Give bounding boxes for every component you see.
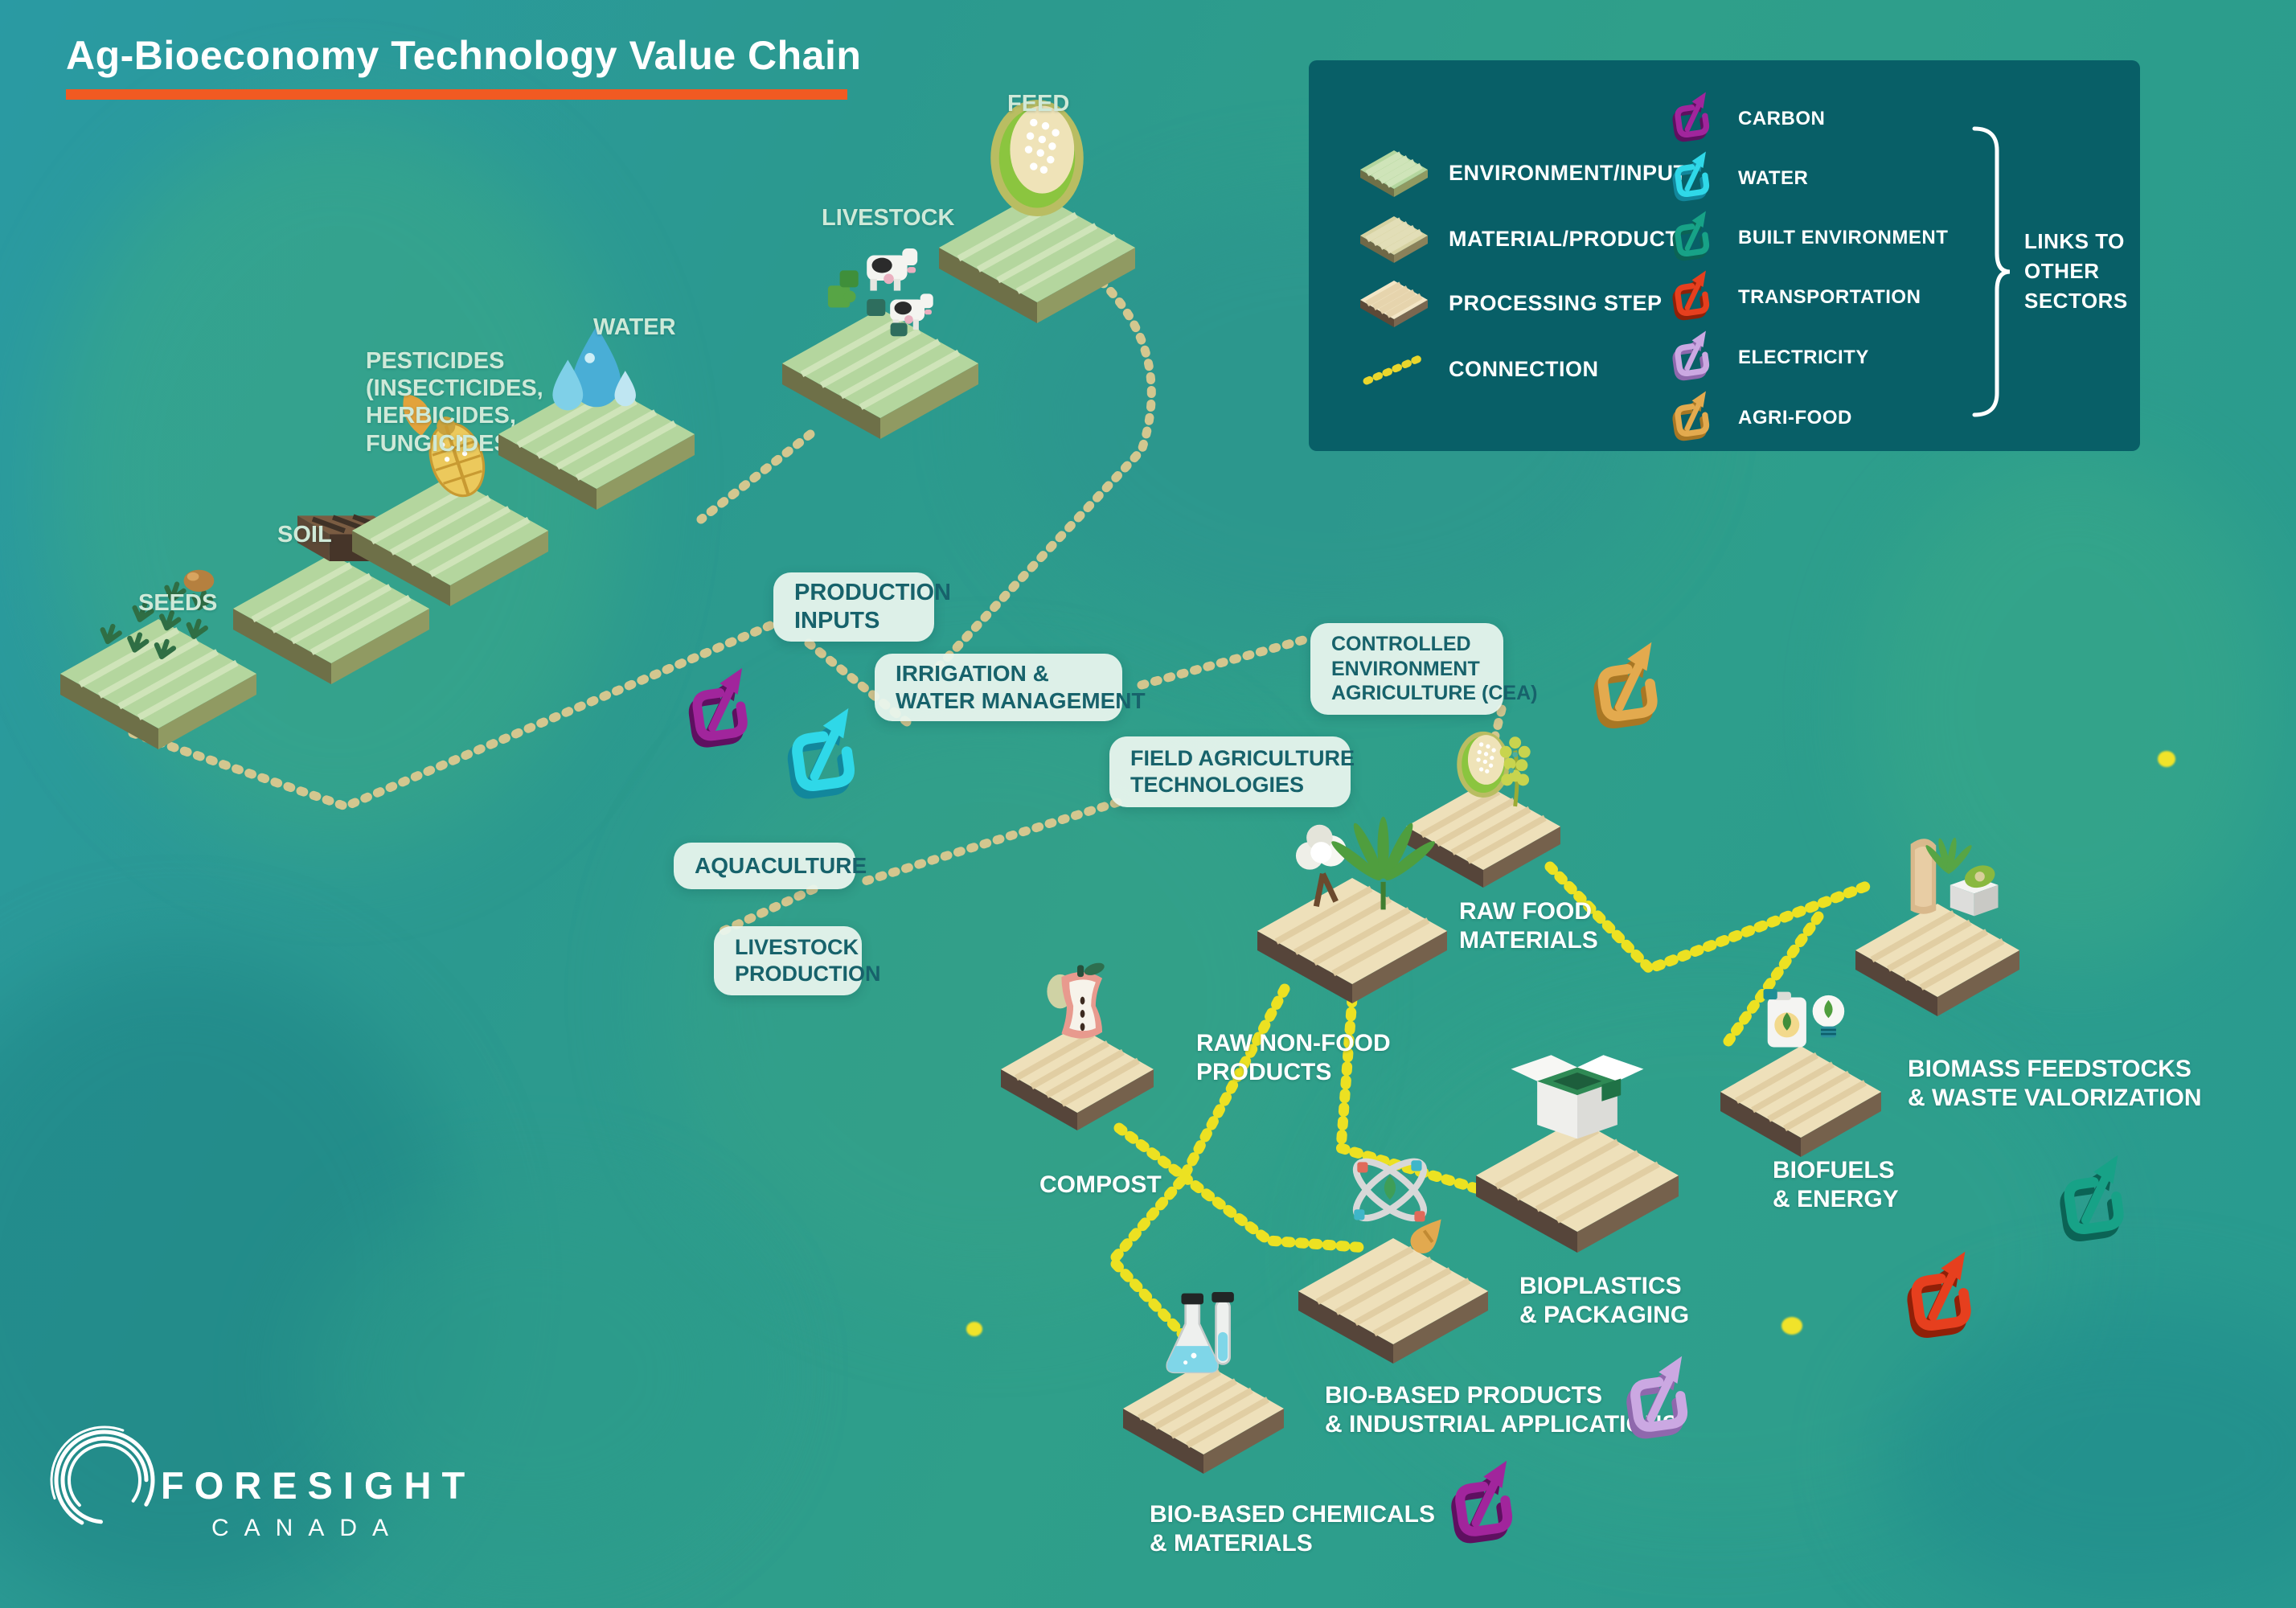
legend-label-carbon: CARBON <box>1738 108 1826 129</box>
legend-swatch-processing-step <box>1355 277 1439 329</box>
tile-bio-based-chemicals-materials <box>1123 1226 1284 1487</box>
built-environment-sector-link-icon <box>2054 1155 2134 1253</box>
tile-seeds <box>60 482 256 763</box>
label-bio-based-chemicals-materials: BIO-BASED CHEMICALS& MATERIALS <box>1150 1501 1436 1557</box>
tile-livestock <box>782 172 978 453</box>
tile-biomass-feedstocks-waste-valorization <box>1855 767 2019 1030</box>
legend-item-transportation: TRANSPORTATION <box>1663 266 1921 329</box>
agri-food-sector-icon <box>1663 391 1722 445</box>
transportation-sector-link-icon <box>1901 1251 1982 1350</box>
agri-food-sector-link-icon <box>1588 642 1668 740</box>
legend-item-electricity: ELECTRICITY <box>1663 326 1869 389</box>
legend-swatch-connection <box>1355 346 1439 392</box>
legend-item-carbon: CARBON <box>1663 88 1825 150</box>
legend-label-built-environment: BUILT ENVIRONMENT <box>1738 227 1949 248</box>
foresight-canada-logo: FORESIGHT CANADA <box>47 1420 529 1565</box>
canola-flower-dot <box>1781 1317 1802 1335</box>
electricity-sector-link-icon <box>1621 1356 1698 1450</box>
legend-item-agri-food: AGRI-FOOD <box>1663 387 1852 449</box>
page-title: Ag-Bioeconomy Technology Value Chain <box>66 33 862 78</box>
legend-swatch-material-product <box>1355 213 1439 265</box>
canola-flower-dot <box>2158 751 2175 767</box>
water-sector-link-icon <box>781 708 866 811</box>
tile-biofuels-energy <box>1720 909 1881 1171</box>
wheat-connection-lines <box>128 277 1507 937</box>
legend-item-processing-step: PROCESSING STEP <box>1355 277 1663 329</box>
legend-item-material-product: MATERIAL/PRODUCT <box>1355 213 1679 265</box>
label-livestock: LIVESTOCK <box>822 205 955 231</box>
foresight-swirl-icon <box>50 1425 159 1535</box>
flower-connection-lines <box>1105 861 1872 1363</box>
tile-water <box>498 243 695 523</box>
label-bio-based-products-industrial-applications: BIO-BASED PRODUCTS& INDUSTRIAL APPLICATI… <box>1325 1382 1679 1438</box>
water-sector-icon <box>1663 151 1722 206</box>
canola-flower-dot <box>966 1322 982 1336</box>
links-note-line: SECTORS <box>2024 289 2128 313</box>
legend-label-electricity: ELECTRICITY <box>1738 347 1869 368</box>
processing-step-aquaculture: AQUACULTURE <box>674 843 867 889</box>
legend-label-environment-input: ENVIRONMENT/INPUT <box>1449 160 1687 185</box>
tile-feed <box>939 56 1135 337</box>
electricity-sector-icon <box>1663 330 1722 385</box>
legend-label-processing-step: PROCESSING STEP <box>1449 290 1663 315</box>
tile-compost <box>1001 889 1154 1144</box>
legend-item-water: WATER <box>1663 147 1808 210</box>
label-seeds: SEEDS <box>138 590 218 616</box>
links-note-line: OTHER <box>2024 259 2100 283</box>
legend-item-environment-input: ENVIRONMENT/INPUT <box>1355 147 1687 199</box>
legend-item-built-environment: BUILT ENVIRONMENT <box>1663 207 1948 269</box>
legend-label-water: WATER <box>1738 167 1809 189</box>
legend-label-transportation: TRANSPORTATION <box>1738 286 1921 308</box>
built-environment-sector-icon <box>1663 211 1722 265</box>
legend-swatch-environment-input <box>1355 147 1439 199</box>
logo-wordmark: FORESIGHT <box>161 1464 476 1507</box>
tile-pesticides <box>352 339 548 620</box>
carbon-sector-link-icon <box>683 667 757 759</box>
label-biomass-feedstocks-waste-valorization: BIOMASS FEEDSTOCKS& WASTE VALORIZATION <box>1908 1056 2202 1111</box>
label-biofuels-energy: BIOFUELS& ENERGY <box>1773 1157 1899 1212</box>
tile-raw-non-food-products <box>1257 741 1447 1017</box>
legend-label-agri-food: AGRI-FOOD <box>1738 407 1852 429</box>
logo-sub-wordmark: CANADA <box>211 1515 404 1541</box>
transportation-sector-icon <box>1663 270 1722 325</box>
label-bioplastics-packaging: BIOPLASTICS& PACKAGING <box>1519 1273 1690 1328</box>
label-soil: SOIL <box>277 522 332 548</box>
links-note-line: LINKS TO <box>2024 229 2125 253</box>
legend-item-connection: CONNECTION <box>1355 343 1599 395</box>
tile-raw-food-materials <box>1406 646 1560 901</box>
tile-bioplastics-packaging <box>1476 982 1679 1266</box>
label-compost: COMPOST <box>1039 1171 1162 1198</box>
legend-label-material-product: MATERIAL/PRODUCT <box>1449 226 1679 251</box>
label-pesticides: PESTICIDES(INSECTICIDES,HERBICIDES,FUNGI… <box>366 348 543 457</box>
legend-panel: ENVIRONMENT/INPUT MATERIAL/PRODUCT PROCESS… <box>1309 60 2140 451</box>
processing-step-irrigation-water-management: IRRIGATION &WATER MANAGEMENT <box>875 654 1146 721</box>
title-underline <box>66 89 847 100</box>
links-bracket <box>1972 126 2011 417</box>
label-water: WATER <box>593 314 676 340</box>
tile-bio-based-products-industrial-applications <box>1298 1101 1488 1377</box>
label-feed: FEED <box>1007 91 1070 117</box>
legend-label-connection: CONNECTION <box>1449 356 1599 381</box>
carbon-sector-icon <box>1663 92 1722 146</box>
carbon-sector-link-icon <box>1445 1460 1523 1555</box>
